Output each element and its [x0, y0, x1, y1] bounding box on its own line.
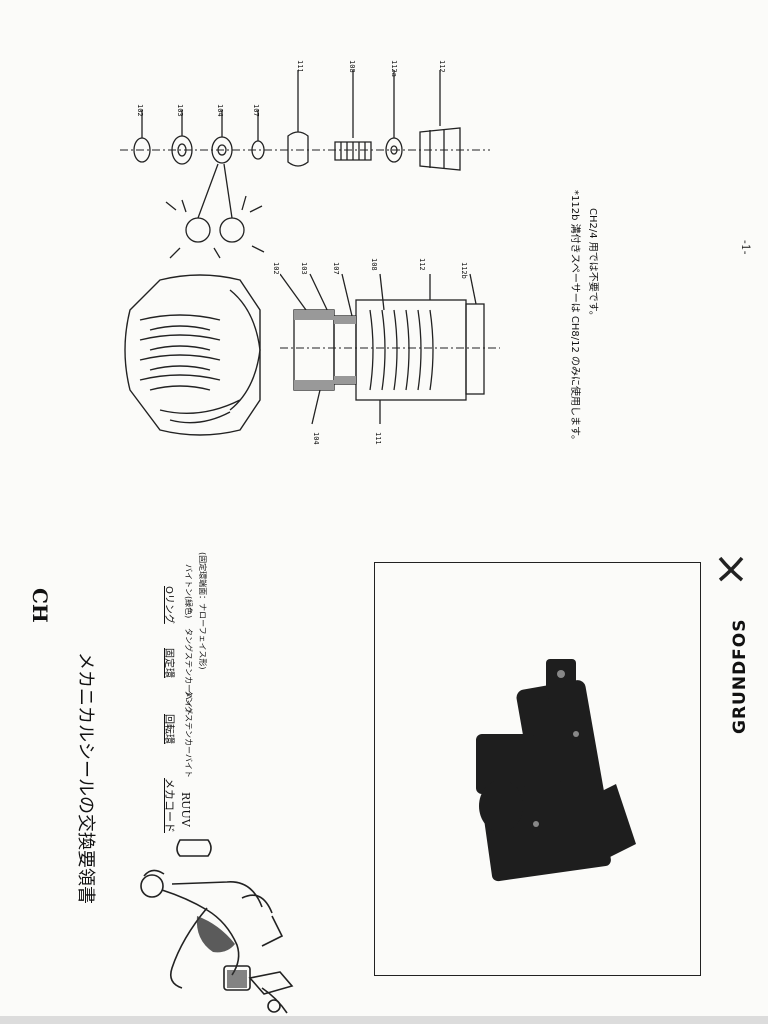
stationary-ring-value: タングステンカーバイト — [184, 628, 193, 716]
pump-photo — [476, 659, 636, 882]
oring-value: バイトン(緑色) — [184, 564, 193, 619]
section-label-112b: 112b — [460, 262, 468, 279]
section-label-112: 112 — [418, 258, 426, 271]
oring-label: Oリング — [163, 586, 174, 624]
part-label-112a: 112a — [390, 60, 398, 77]
section-label-104: 104 — [312, 432, 320, 445]
model-label: CH — [28, 588, 52, 623]
stationary-ring-label: 固定環 — [163, 648, 174, 678]
section-label-102: 102 — [272, 262, 280, 275]
scanner-edge — [0, 1016, 768, 1024]
mech-code-value: RUUV — [179, 792, 192, 827]
stationary-ring-note: (固定環端面：ナローフェイス形) — [198, 552, 207, 670]
part-label-108: 108 — [348, 60, 356, 73]
part-label-107: 107 — [252, 104, 260, 117]
mech-code-label: メカコード — [163, 778, 176, 833]
exploded-parts-diagram — [120, 70, 490, 259]
page-number: -1- — [739, 240, 752, 255]
part-label-103: 103 — [176, 104, 184, 117]
grundfos-logo: GRUNDFOS — [730, 619, 750, 735]
part-label-104: 104 — [216, 104, 224, 117]
section-label-107: 107 — [332, 262, 340, 275]
spacer-note-line1: *112b 溝付きスペーサーは CH8/12 のみに使用します。 — [569, 190, 580, 446]
section-label-103: 103 — [300, 262, 308, 275]
part-label-102: 102 — [136, 104, 144, 117]
section-label-108: 108 — [370, 258, 378, 271]
cutaway-seal-drawing — [124, 274, 261, 436]
document-title: メカニカルシールの交換要領書 — [75, 652, 96, 904]
part-label-111: 111 — [296, 60, 304, 73]
mechanic-illustration — [140, 839, 294, 1014]
section-label-111: 111 — [374, 432, 382, 445]
rotating-ring-label: 回転環 — [163, 714, 174, 744]
grundfos-x-icon — [718, 556, 744, 582]
brand-text: GRUNDFOS — [730, 618, 750, 735]
part-label-112: 112 — [438, 60, 446, 73]
section-seal-drawing — [280, 273, 500, 425]
spacer-note-line2: CH2/4 用では不要です。 — [587, 208, 598, 321]
